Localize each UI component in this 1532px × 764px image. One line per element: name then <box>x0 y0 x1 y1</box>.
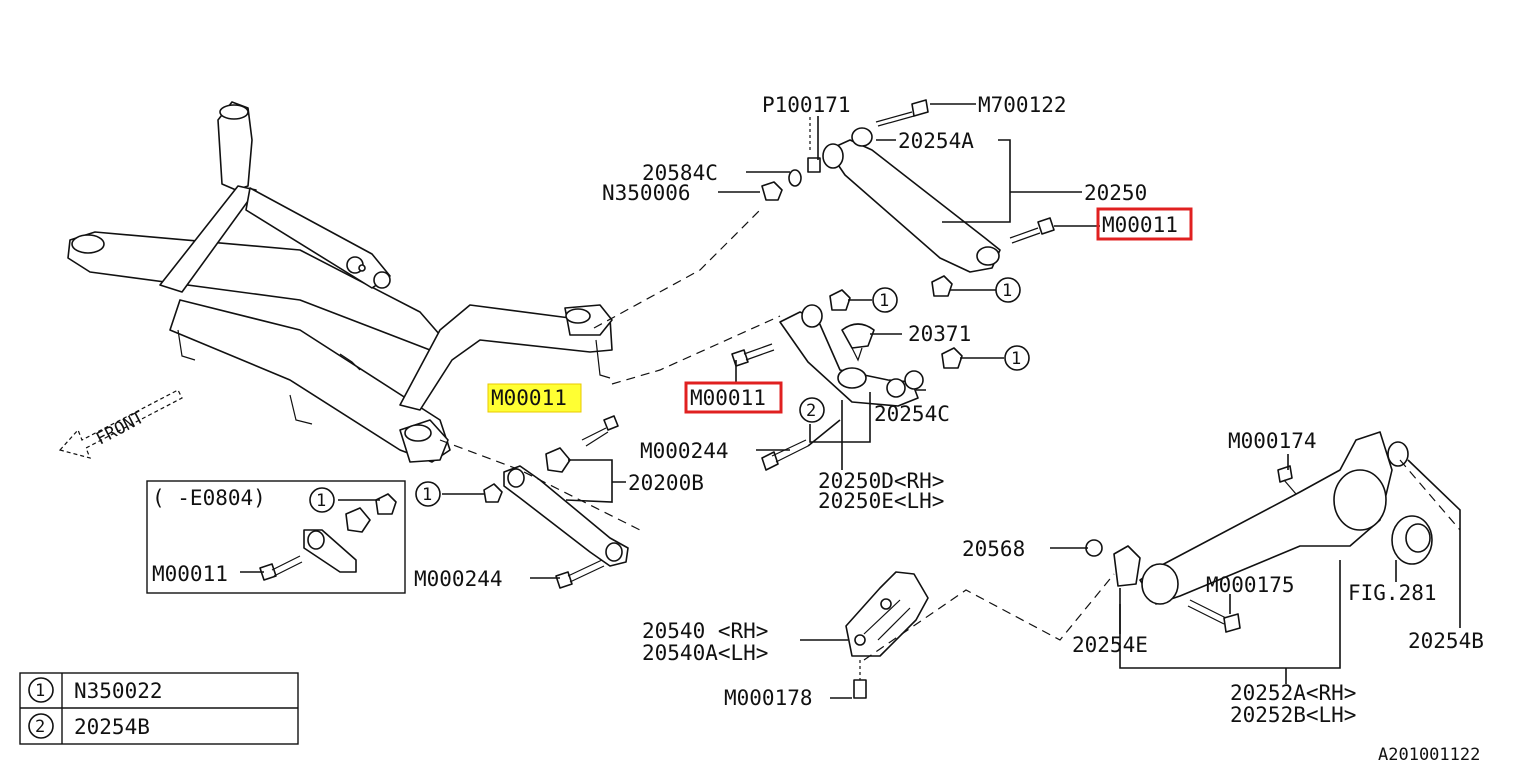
part-label: 20250E<LH> <box>818 489 944 513</box>
lower-link-20200b-drawing <box>483 415 629 589</box>
legend-symbol: 2 <box>35 717 45 737</box>
callout-markers: 1 1 1 2 1 1 <box>309 277 1030 513</box>
svg-text:1: 1 <box>1011 349 1021 369</box>
part-label: M000178 <box>724 686 813 710</box>
part-label: 20254C <box>874 402 950 426</box>
dashed-assembly-lines <box>439 209 1461 661</box>
callout-2-marker: 2 <box>799 397 825 423</box>
part-label: 20252B<LH> <box>1230 703 1356 727</box>
part-label: FIG.281 <box>1348 581 1437 605</box>
inset-m00011-label: M00011 <box>152 562 228 586</box>
part-label: 20254B <box>1408 629 1484 653</box>
legend-row: 2 20254B <box>28 713 150 739</box>
inset-early-model-box: ( -E0804) M00011 <box>146 480 406 594</box>
part-label: 20250 <box>1084 181 1147 205</box>
part-label: 20568 <box>962 537 1025 561</box>
part-label: 20254A <box>898 129 974 153</box>
part-label: M000175 <box>1206 573 1295 597</box>
leader-lines <box>240 103 1461 699</box>
part-label: M00011 <box>1102 213 1178 237</box>
callout-1-marker: 1 <box>309 487 335 513</box>
part-label: P100171 <box>762 93 851 117</box>
legend-part: 20254B <box>74 715 150 739</box>
part-label: 20540 <RH> <box>642 619 768 643</box>
part-label: 20540A<LH> <box>642 641 768 665</box>
part-label: M000174 <box>1228 429 1317 453</box>
diagram-reference-code: A201001122 <box>1378 745 1480 764</box>
callout-1-marker: 1 <box>1004 345 1030 371</box>
part-number-labels: P100171 M700122 20254A 20584C N350006 20… <box>414 93 1484 764</box>
part-label: 20200B <box>628 471 704 495</box>
svg-text:1: 1 <box>1002 281 1012 301</box>
lateral-link-20250d-drawing <box>731 289 963 471</box>
front-label: FRONT <box>93 408 148 450</box>
rear-subframe-drawing <box>67 101 613 463</box>
inset-range-label: ( -E0804) <box>152 486 266 510</box>
part-label: 20371 <box>908 322 971 346</box>
callout-1-marker: 1 <box>415 481 441 507</box>
part-label: M00011 <box>491 386 567 410</box>
svg-text:2: 2 <box>806 401 816 421</box>
legend-part: N350022 <box>74 679 163 703</box>
svg-text:1: 1 <box>879 291 889 311</box>
callout-1-marker: 1 <box>872 287 898 313</box>
part-label: M700122 <box>978 93 1067 117</box>
upper-arm-20250-drawing <box>761 99 1055 297</box>
part-highlight-box <box>1096 207 1193 241</box>
part-label: 20584C <box>642 161 718 185</box>
part-label: 20252A<RH> <box>1230 681 1356 705</box>
callout-1-marker: 1 <box>995 277 1021 303</box>
part-highlight-box <box>487 383 582 413</box>
part-label: 20254E <box>1072 633 1148 657</box>
part-label: M000244 <box>640 439 729 463</box>
part-label: M00011 <box>690 386 766 410</box>
legend-row: 1 N350022 <box>28 677 163 703</box>
front-direction-arrow: FRONT <box>58 389 183 459</box>
part-label: N350006 <box>602 181 691 205</box>
legend-table: 1 N350022 2 20254B <box>19 672 299 745</box>
legend-symbol: 1 <box>35 681 45 701</box>
bracket-20540-drawing <box>845 571 929 699</box>
part-label: 20250D<RH> <box>818 469 944 493</box>
svg-text:1: 1 <box>422 485 432 505</box>
svg-text:1: 1 <box>316 491 326 511</box>
part-label: M000244 <box>414 567 503 591</box>
part-highlight-box <box>684 381 783 414</box>
